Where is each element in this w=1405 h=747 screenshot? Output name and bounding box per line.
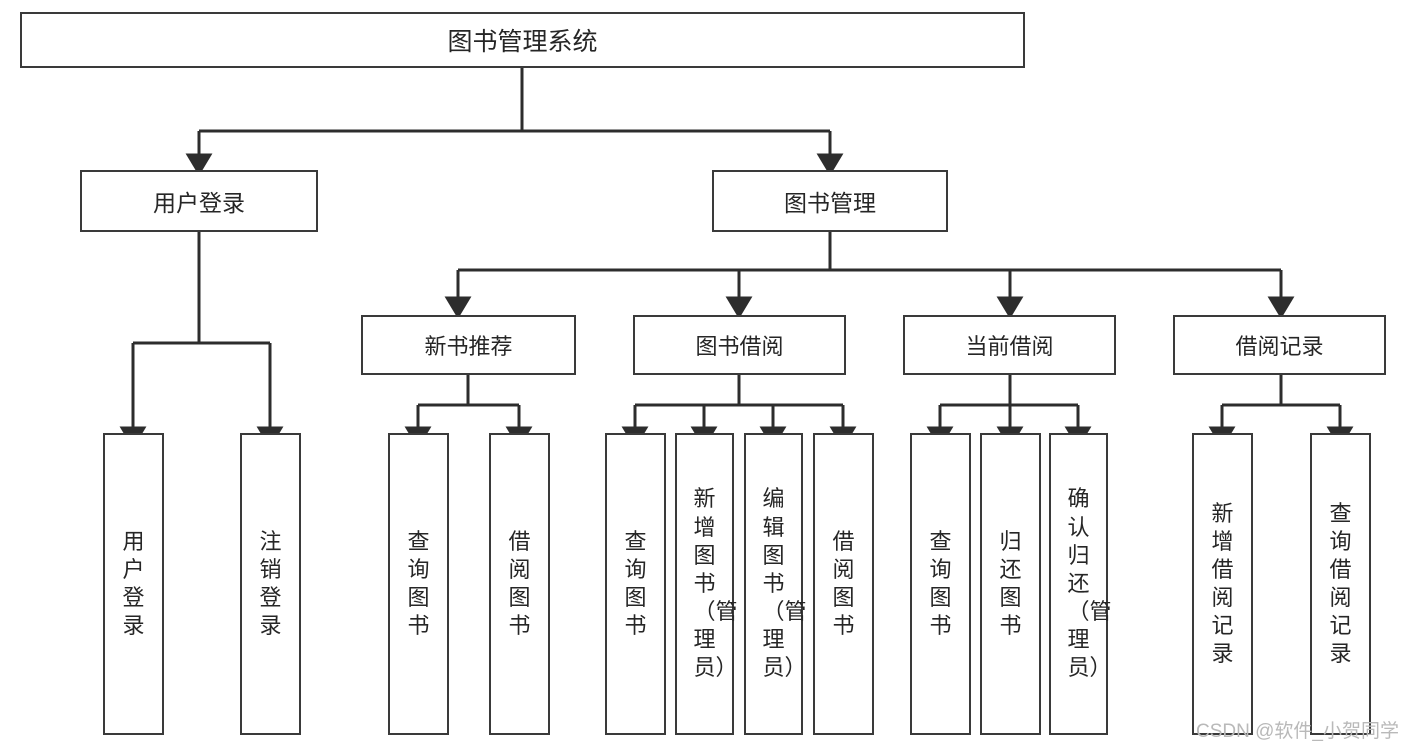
node-borrow-record[interactable]: 借阅记录	[1173, 315, 1386, 375]
node-book-borrow[interactable]: 图书借阅	[633, 315, 846, 375]
node-label: 查询图书	[929, 528, 952, 639]
node-label: 新书推荐	[424, 334, 513, 359]
node-book-management[interactable]: 图书管理	[712, 170, 948, 232]
node-label: 查询借阅记录	[1329, 500, 1352, 667]
node-label: 新增图书（管理员）	[693, 486, 738, 681]
leaf-book-borrow-add-book-admin[interactable]: 新增图书（管理员）	[675, 433, 738, 735]
leaf-current-borrow-confirm-return-admin[interactable]: 确认归还（管理员）	[1049, 433, 1112, 735]
node-label: 确认归还（管理员）	[1067, 486, 1112, 681]
leaf-borrow-record-query-record[interactable]: 查询借阅记录	[1310, 433, 1371, 735]
leaf-user-login-logout[interactable]: 注销登录	[240, 433, 301, 735]
leaf-new-book-borrow-book[interactable]: 借阅图书	[489, 433, 550, 735]
node-label: 图书借阅	[695, 334, 784, 359]
node-current-borrow[interactable]: 当前借阅	[903, 315, 1116, 375]
leaf-user-login-login[interactable]: 用户登录	[103, 433, 164, 735]
node-label: 注销登录	[259, 528, 282, 639]
node-root-book-management-system[interactable]: 图书管理系统	[20, 12, 1025, 68]
node-label: 借阅图书	[832, 528, 855, 639]
node-label: 用户登录	[153, 190, 245, 216]
node-label: 图书管理	[784, 190, 876, 216]
csdn-watermark: CSDN @软件_小贺同学	[1196, 721, 1399, 742]
leaf-book-borrow-borrow-book[interactable]: 借阅图书	[813, 433, 874, 735]
node-label: 查询图书	[624, 528, 647, 639]
leaf-new-book-query-book[interactable]: 查询图书	[388, 433, 449, 735]
node-label: 借阅记录	[1235, 334, 1324, 359]
leaf-current-borrow-return-book[interactable]: 归还图书	[980, 433, 1041, 735]
node-user-login[interactable]: 用户登录	[80, 170, 318, 232]
node-label: 图书管理系统	[447, 28, 598, 56]
node-label: 用户登录	[122, 528, 145, 639]
node-label: 借阅图书	[508, 528, 531, 639]
node-label: 新增借阅记录	[1211, 500, 1234, 667]
leaf-borrow-record-add-record[interactable]: 新增借阅记录	[1192, 433, 1253, 735]
leaf-current-borrow-query-book[interactable]: 查询图书	[910, 433, 971, 735]
node-label: 归还图书	[999, 528, 1022, 639]
node-new-book-recommend[interactable]: 新书推荐	[361, 315, 576, 375]
leaf-book-borrow-query-book[interactable]: 查询图书	[605, 433, 666, 735]
node-label: 查询图书	[407, 528, 430, 639]
leaf-book-borrow-edit-book-admin[interactable]: 编辑图书（管理员）	[744, 433, 807, 735]
node-label: 编辑图书（管理员）	[762, 486, 807, 681]
node-label: 当前借阅	[965, 334, 1054, 359]
